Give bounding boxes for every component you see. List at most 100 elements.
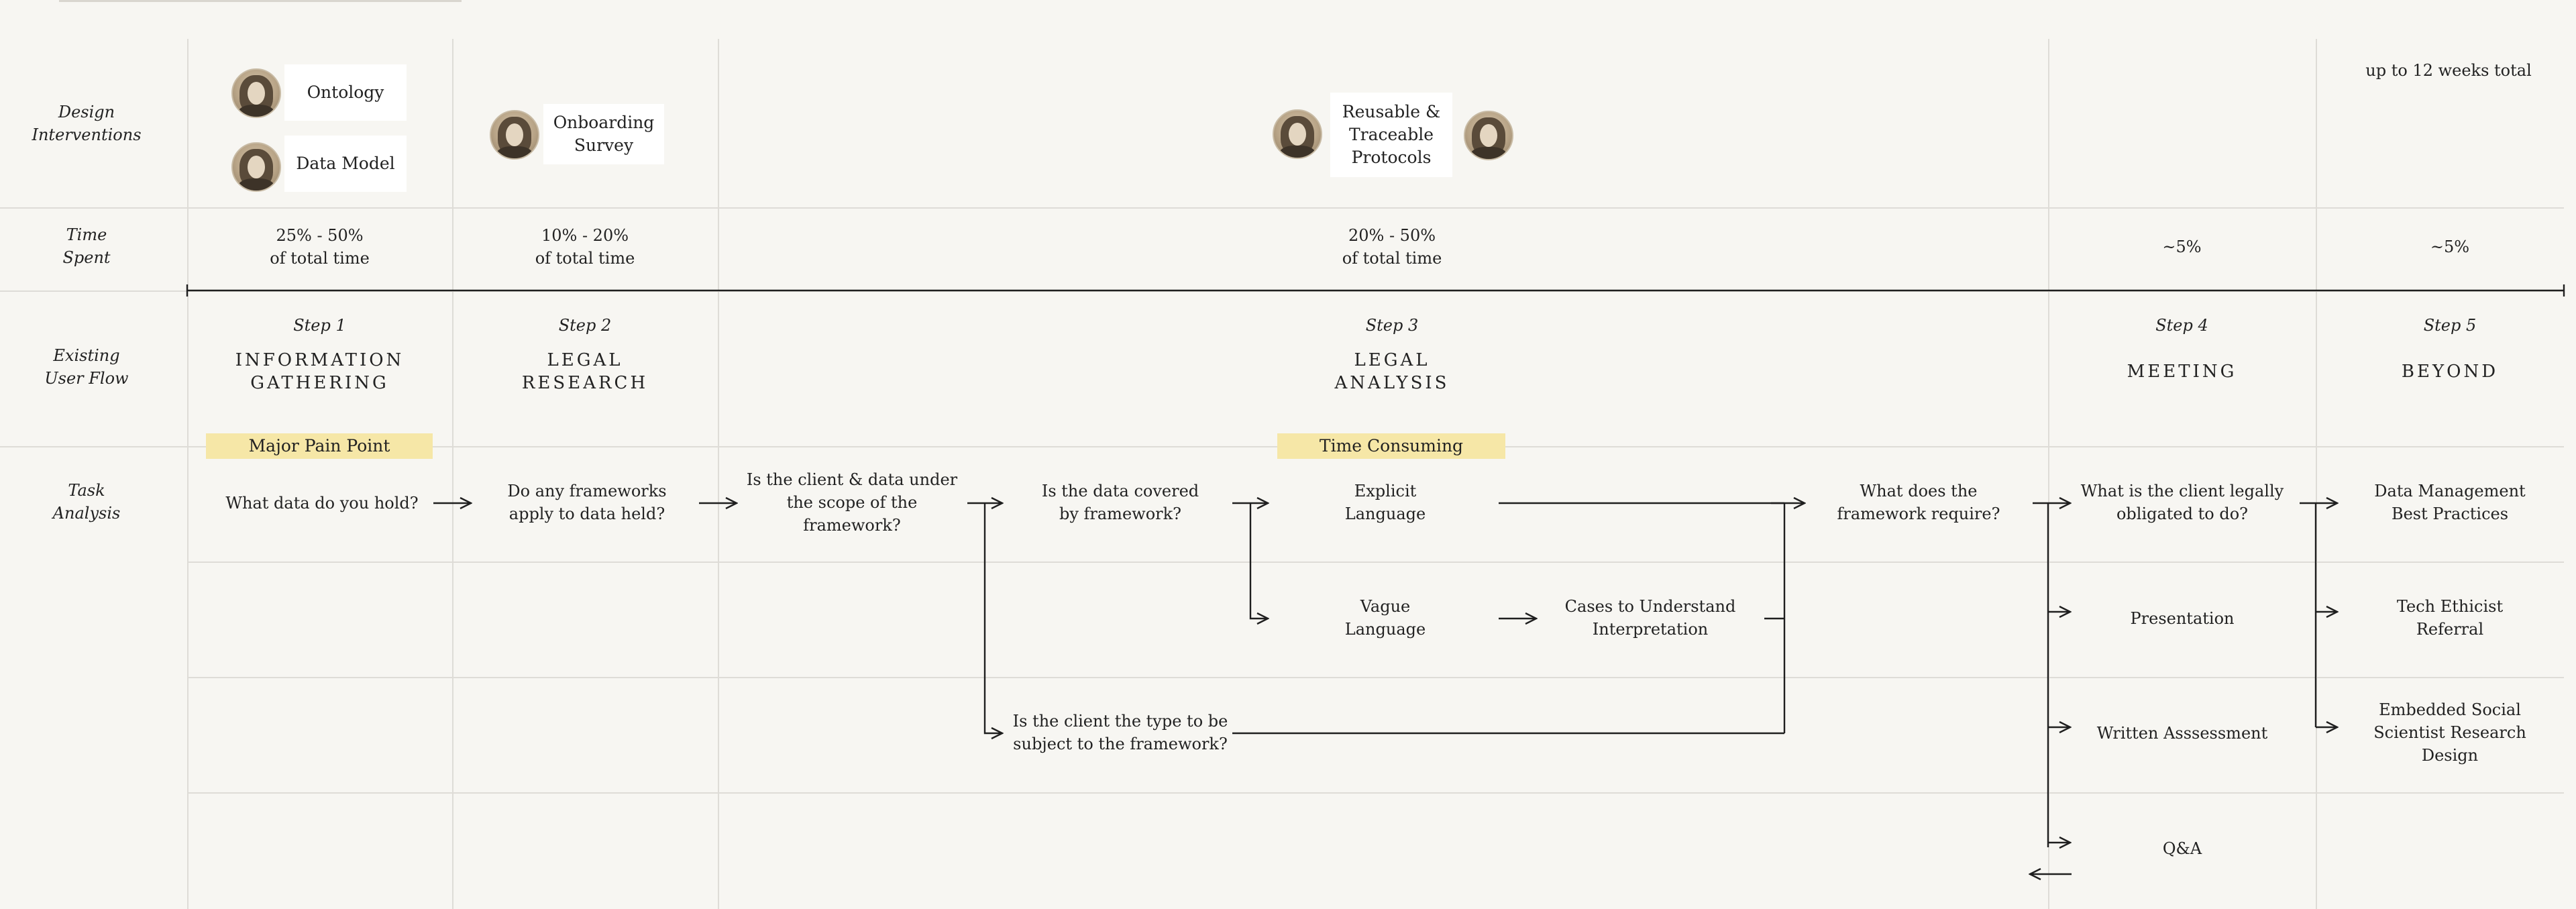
time-spent-step5: ~5%: [2316, 235, 2576, 258]
column-divider: [2316, 39, 2317, 909]
step-1: Step 1 INFORMATION GATHERING: [187, 314, 452, 394]
avatar: [231, 68, 281, 118]
highlight-label: Time Consuming: [1319, 436, 1464, 456]
row-label-line: Existing: [53, 346, 120, 365]
time-spent-step4: ~5%: [2048, 235, 2316, 258]
task-label: Q&A: [2162, 839, 2202, 858]
task-embedded-social: Embedded Social Scientist Research Desig…: [2343, 698, 2557, 767]
time-spent-step2: 10% - 20% of total time: [452, 224, 718, 270]
row-label-line: User Flow: [44, 369, 129, 388]
task-label: What data do you hold?: [225, 494, 419, 513]
task-label: Language: [1344, 504, 1426, 523]
task-tech-ethicist: Tech Ethicist Referral: [2343, 595, 2557, 641]
step-name: INFORMATION: [235, 350, 405, 370]
step-name: BEYOND: [2401, 362, 2499, 382]
intervention-label: Onboarding: [553, 113, 655, 132]
task-label: Best Practices: [2391, 504, 2509, 523]
intervention-reusable-protocols: Reusable & Traceable Protocols: [1330, 93, 1452, 177]
row-label-design-interventions: Design Interventions: [0, 101, 173, 146]
row-label-line: Task: [68, 481, 105, 500]
task-label: Referral: [2416, 620, 2484, 639]
row-divider: [187, 792, 2564, 794]
task-label: What does the: [1860, 482, 1978, 500]
step-name: LEGAL: [547, 350, 623, 370]
task-presentation: Presentation: [2075, 607, 2290, 630]
time-value: 20% - 50%: [1348, 226, 1436, 245]
task-frameworks-apply: Do any frameworks apply to data held?: [483, 480, 691, 525]
top-divider: [59, 0, 462, 2]
intervention-label: Protocols: [1351, 148, 1432, 167]
task-label: Embedded Social: [2379, 700, 2521, 719]
intervention-data-model: Data Model: [284, 136, 407, 192]
avatar: [1273, 109, 1322, 159]
task-label: apply to data held?: [508, 504, 665, 523]
task-label: Written Asssessment: [2096, 724, 2268, 743]
row-label-line: Spent: [62, 248, 111, 267]
time-spent-step3: 20% - 50% of total time: [1268, 224, 1516, 270]
task-label: Do any frameworks: [507, 482, 667, 500]
total-duration-note: up to 12 weeks total: [2328, 59, 2569, 82]
row-divider: [187, 677, 2564, 678]
task-label: Data Management: [2374, 482, 2526, 500]
row-label-line: Interventions: [32, 125, 142, 144]
task-qa: Q&A: [2075, 837, 2290, 860]
time-value: of total time: [1342, 249, 1442, 268]
step-name: MEETING: [2127, 362, 2237, 382]
task-label: the scope of the: [786, 493, 918, 512]
row-divider: [187, 562, 2564, 563]
step-4: Step 4 MEETING: [2048, 314, 2316, 383]
row-label-line: Design: [58, 103, 115, 121]
task-label: Design: [2421, 746, 2479, 765]
time-value: of total time: [535, 249, 635, 268]
row-divider: [0, 290, 2564, 292]
task-label: Is the client the type to be: [1012, 712, 1228, 731]
task-label: Vague: [1360, 597, 1411, 616]
task-label: Is the data covered: [1041, 482, 1199, 500]
task-client-scope: Is the client & data under the scope of …: [745, 468, 959, 537]
column-divider: [187, 39, 189, 909]
step-label: Step 5: [2423, 316, 2477, 335]
task-label: framework?: [803, 516, 901, 535]
major-pain-point-badge: Major Pain Point: [206, 433, 433, 459]
row-divider: [0, 207, 2564, 209]
task-label: by framework?: [1059, 504, 1182, 523]
avatar: [490, 110, 539, 160]
intervention-label: Ontology: [307, 83, 384, 102]
time-value: ~5%: [2162, 237, 2202, 256]
step-name: GATHERING: [250, 373, 389, 393]
intervention-onboarding-survey: Onboarding Survey: [543, 104, 664, 164]
time-value: 25% - 50%: [276, 226, 364, 245]
step-name: RESEARCH: [521, 373, 649, 393]
column-divider: [2048, 39, 2049, 909]
step-name: ANALYSIS: [1334, 373, 1450, 393]
task-vague-language: Vague Language: [1278, 595, 1493, 641]
step-label: Step 3: [1365, 316, 1419, 335]
step-3: Step 3 LEGAL ANALYSIS: [1268, 314, 1516, 394]
task-label: Tech Ethicist: [2396, 597, 2504, 616]
intervention-label: Survey: [574, 136, 634, 155]
column-divider: [718, 39, 719, 909]
time-spent-step1: 25% - 50% of total time: [187, 224, 452, 270]
intervention-ontology: Ontology: [284, 64, 407, 121]
task-legally-obligated: What is the client legally obligated to …: [2075, 480, 2290, 525]
task-label: obligated to do?: [2116, 504, 2249, 523]
task-label: Interpretation: [1592, 620, 1709, 639]
step-name: LEGAL: [1354, 350, 1430, 370]
task-label: Explicit: [1354, 482, 1417, 500]
highlight-label: Major Pain Point: [248, 436, 390, 456]
time-value: 10% - 20%: [541, 226, 629, 245]
intervention-label: Data Model: [296, 154, 395, 173]
task-explicit-language: Explicit Language: [1278, 480, 1493, 525]
task-label: Is the client & data under: [746, 470, 958, 489]
step-2: Step 2 LEGAL RESEARCH: [452, 314, 718, 394]
avatar: [1464, 111, 1513, 160]
task-label: Presentation: [2130, 609, 2235, 628]
task-written-assessment: Written Asssessment: [2075, 722, 2290, 745]
time-consuming-badge: Time Consuming: [1277, 433, 1505, 459]
task-framework-require: What does the framework require?: [1811, 480, 2026, 525]
intervention-label: Reusable &: [1342, 102, 1441, 121]
step-5: Step 5 BEYOND: [2316, 314, 2576, 383]
row-label-line: Analysis: [52, 504, 121, 523]
task-label: subject to the framework?: [1013, 735, 1228, 753]
